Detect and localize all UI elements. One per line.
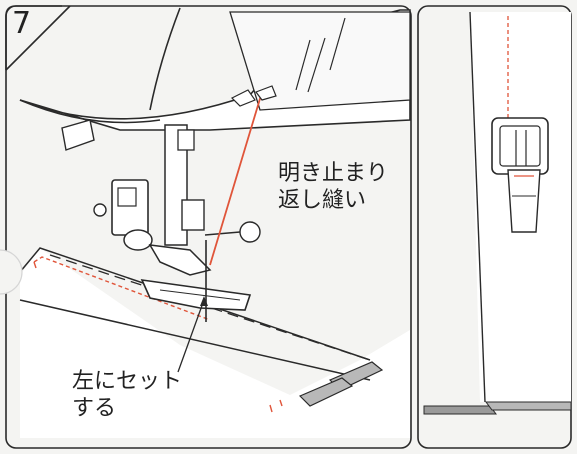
step-number: 7 [12,6,32,41]
callout-arrowhead [200,296,208,306]
sewing-machine-body [19,7,411,131]
callout-leader-line [177,299,205,373]
presser-foot-assembly [93,85,277,322]
right-panel-detail [423,11,572,415]
page-edge-circle [0,249,23,295]
set-left-callout-line1: 左にセット [72,369,183,394]
thread-guide-hook [61,119,95,151]
fabric-left [19,247,410,438]
backstitch-callout-line2: 返し縫い [278,188,367,213]
backstitch-callout-line1: 明き止まり [278,161,389,186]
left-panel [5,5,412,449]
set-left-callout-line2: する [72,396,117,421]
step-corner-diagonal [5,5,71,71]
thread-line [209,91,263,266]
